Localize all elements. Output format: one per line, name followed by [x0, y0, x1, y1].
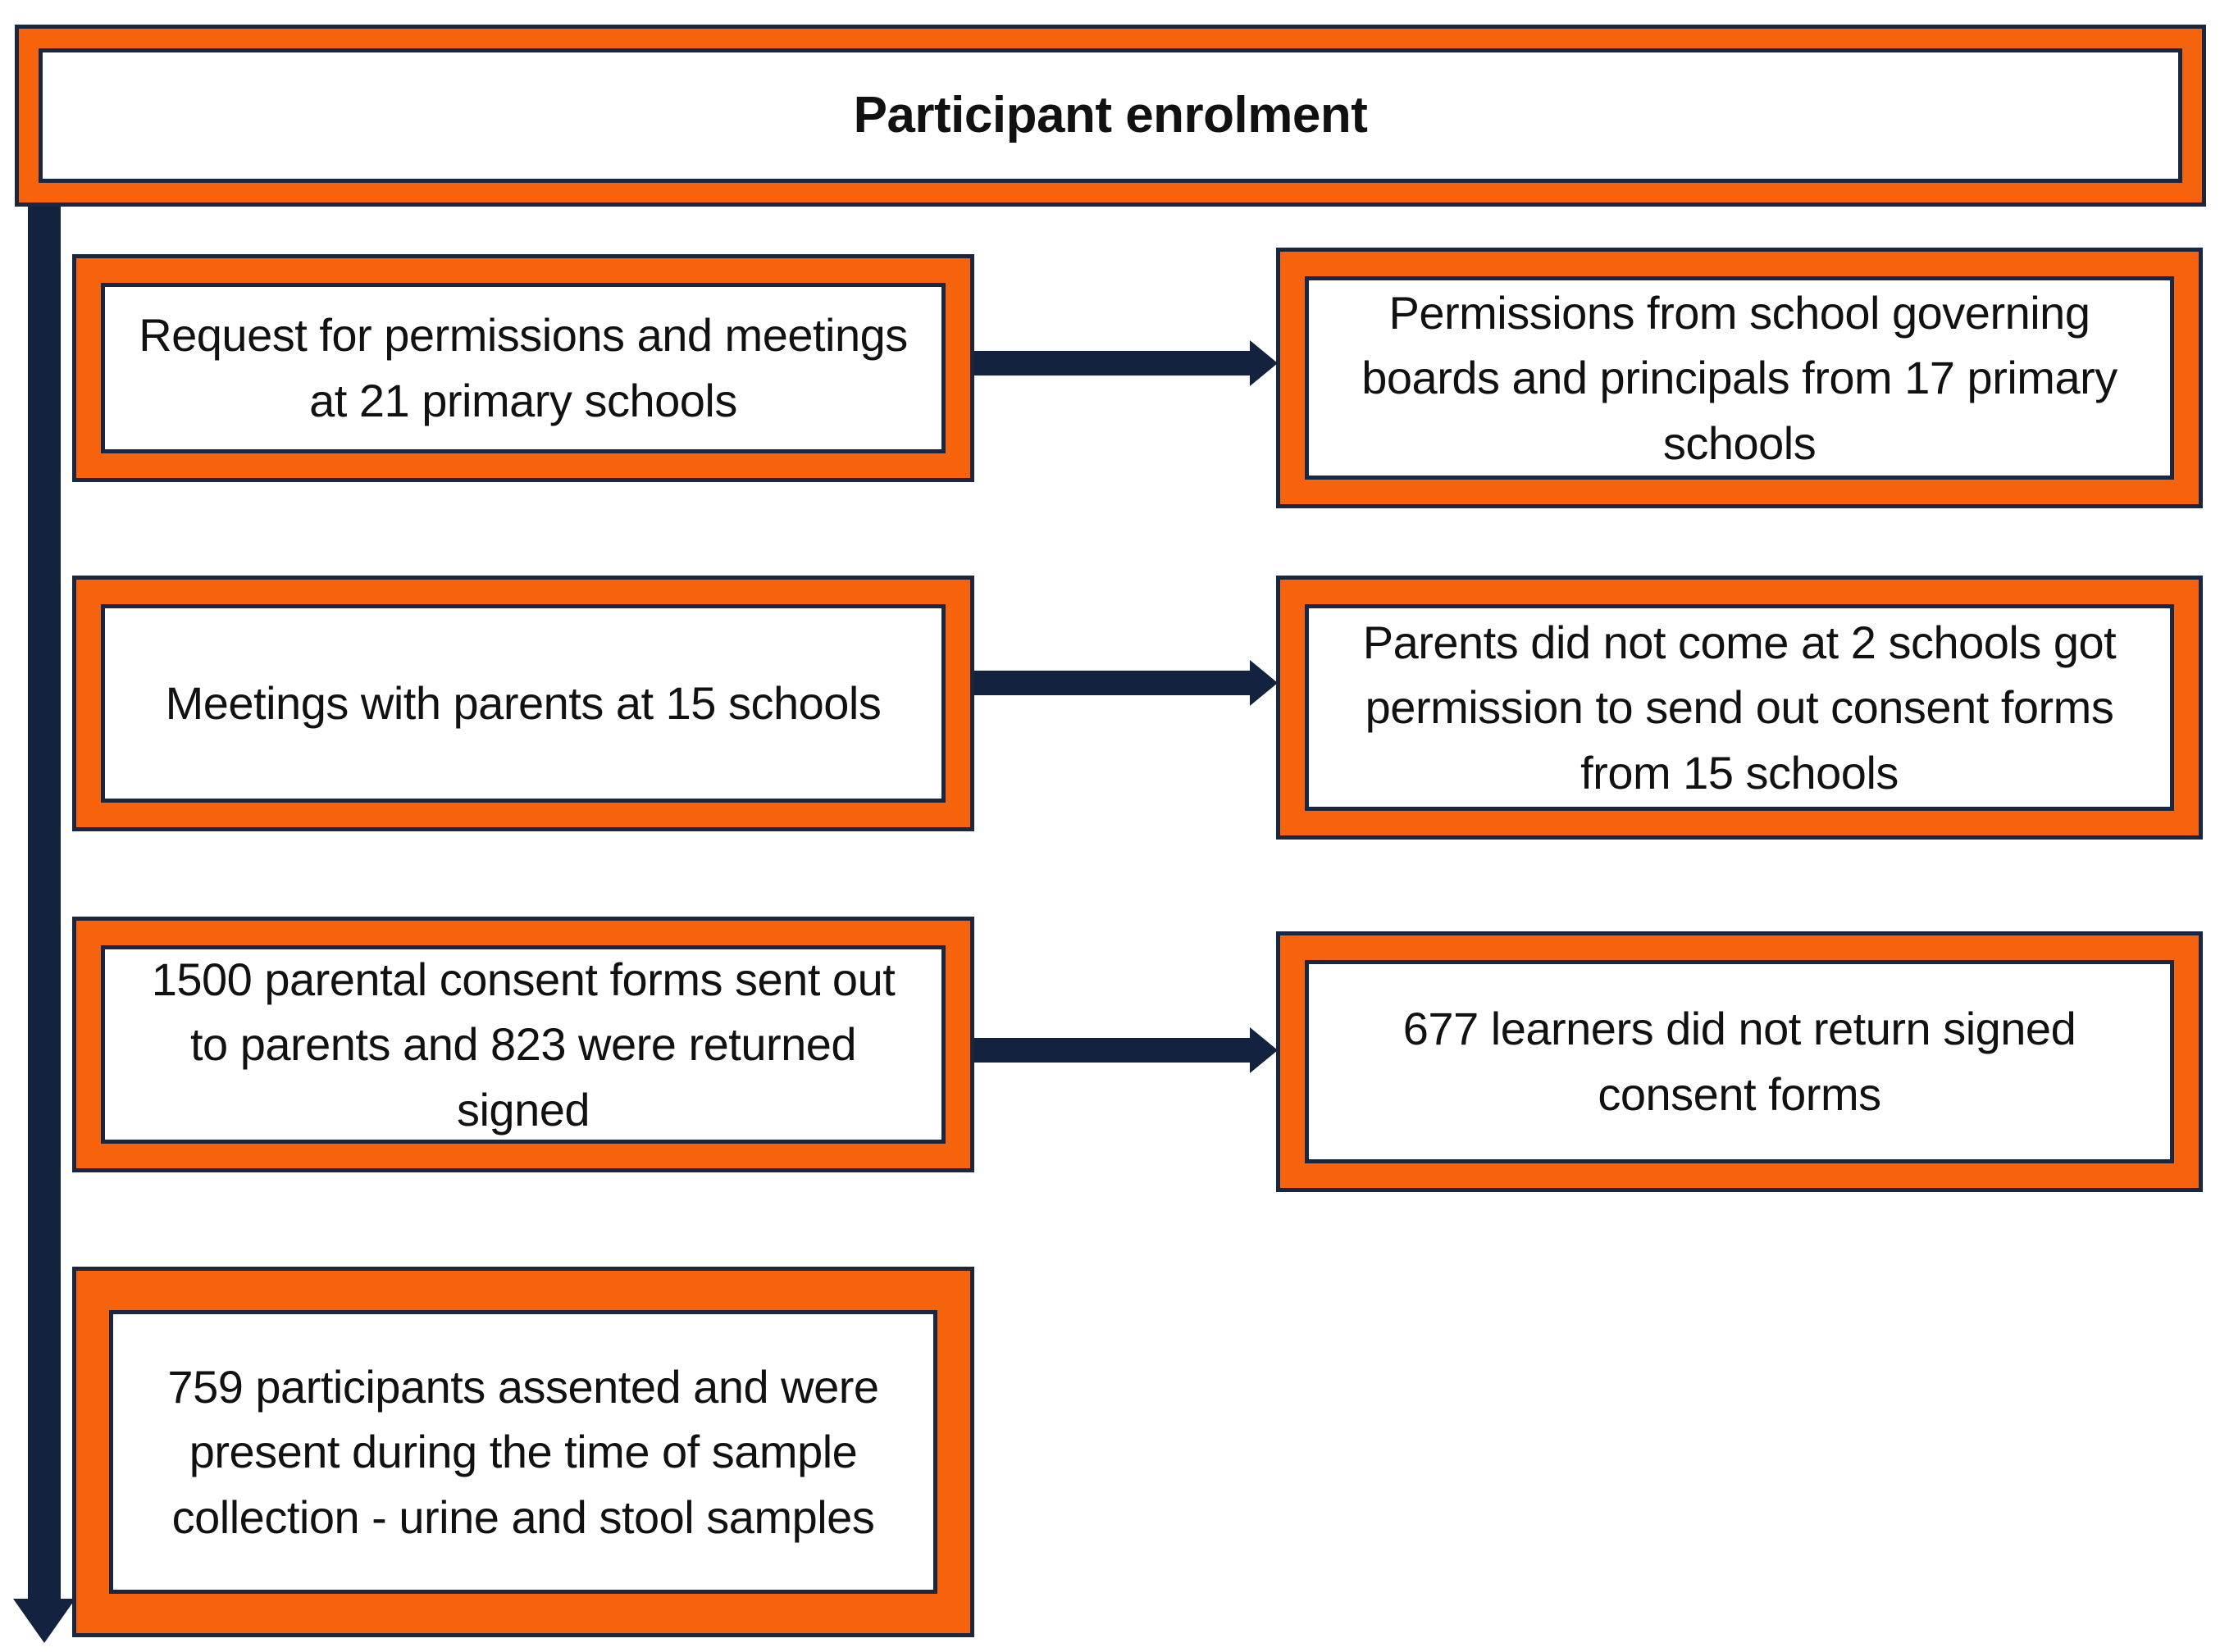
outcome-box-1-inner: Permissions from school governing boards… [1305, 276, 2174, 480]
title-inner: Participant enrolment [39, 48, 2182, 183]
arrow-2-head [1250, 660, 1278, 706]
step-box-1: Request for permissions and meetings at … [72, 254, 974, 482]
step-box-1-inner: Request for permissions and meetings at … [101, 283, 946, 453]
step-2-text: Meetings with parents at 15 schools [165, 677, 882, 730]
outcome-box-2-inner: Parents did not come at 2 schools got pe… [1305, 604, 2174, 811]
outcome-box-3: 677 learners did not return signed conse… [1276, 931, 2203, 1192]
step-box-4-inner: 759 participants assented and were prese… [109, 1310, 937, 1594]
outcome-box-2: Parents did not come at 2 schools got pe… [1276, 576, 2203, 840]
arrow-3-shaft [974, 1038, 1251, 1063]
title-box: Participant enrolment [15, 25, 2206, 207]
step-box-2-inner: Meetings with parents at 15 schools [101, 604, 946, 803]
outcome-box-3-inner: 677 learners did not return signed conse… [1305, 960, 2174, 1163]
main-flow-arrow-head [13, 1599, 75, 1643]
arrow-1-head [1250, 340, 1278, 386]
step-4-text: 759 participants assented and were prese… [167, 1360, 879, 1543]
main-flow-arrow-shaft [28, 207, 61, 1600]
step-box-2: Meetings with parents at 15 schools [72, 576, 974, 831]
step-1-text: Request for permissions and meetings at … [139, 309, 908, 426]
outcome-3-text: 677 learners did not return signed conse… [1402, 1003, 2076, 1120]
arrow-1-shaft [974, 351, 1251, 375]
outcome-2-text: Parents did not come at 2 schools got pe… [1362, 616, 2117, 799]
arrow-3-head [1250, 1027, 1278, 1073]
diagram-title: Participant enrolment [853, 86, 1368, 143]
outcome-1-text: Permissions from school governing boards… [1361, 286, 2117, 469]
step-box-3: 1500 parental consent forms sent out to … [72, 917, 974, 1172]
step-box-3-inner: 1500 parental consent forms sent out to … [101, 945, 946, 1144]
outcome-box-1: Permissions from school governing boards… [1276, 248, 2203, 508]
arrow-2-shaft [974, 671, 1251, 695]
step-box-4: 759 participants assented and were prese… [72, 1267, 974, 1637]
step-3-text: 1500 parental consent forms sent out to … [151, 953, 896, 1135]
